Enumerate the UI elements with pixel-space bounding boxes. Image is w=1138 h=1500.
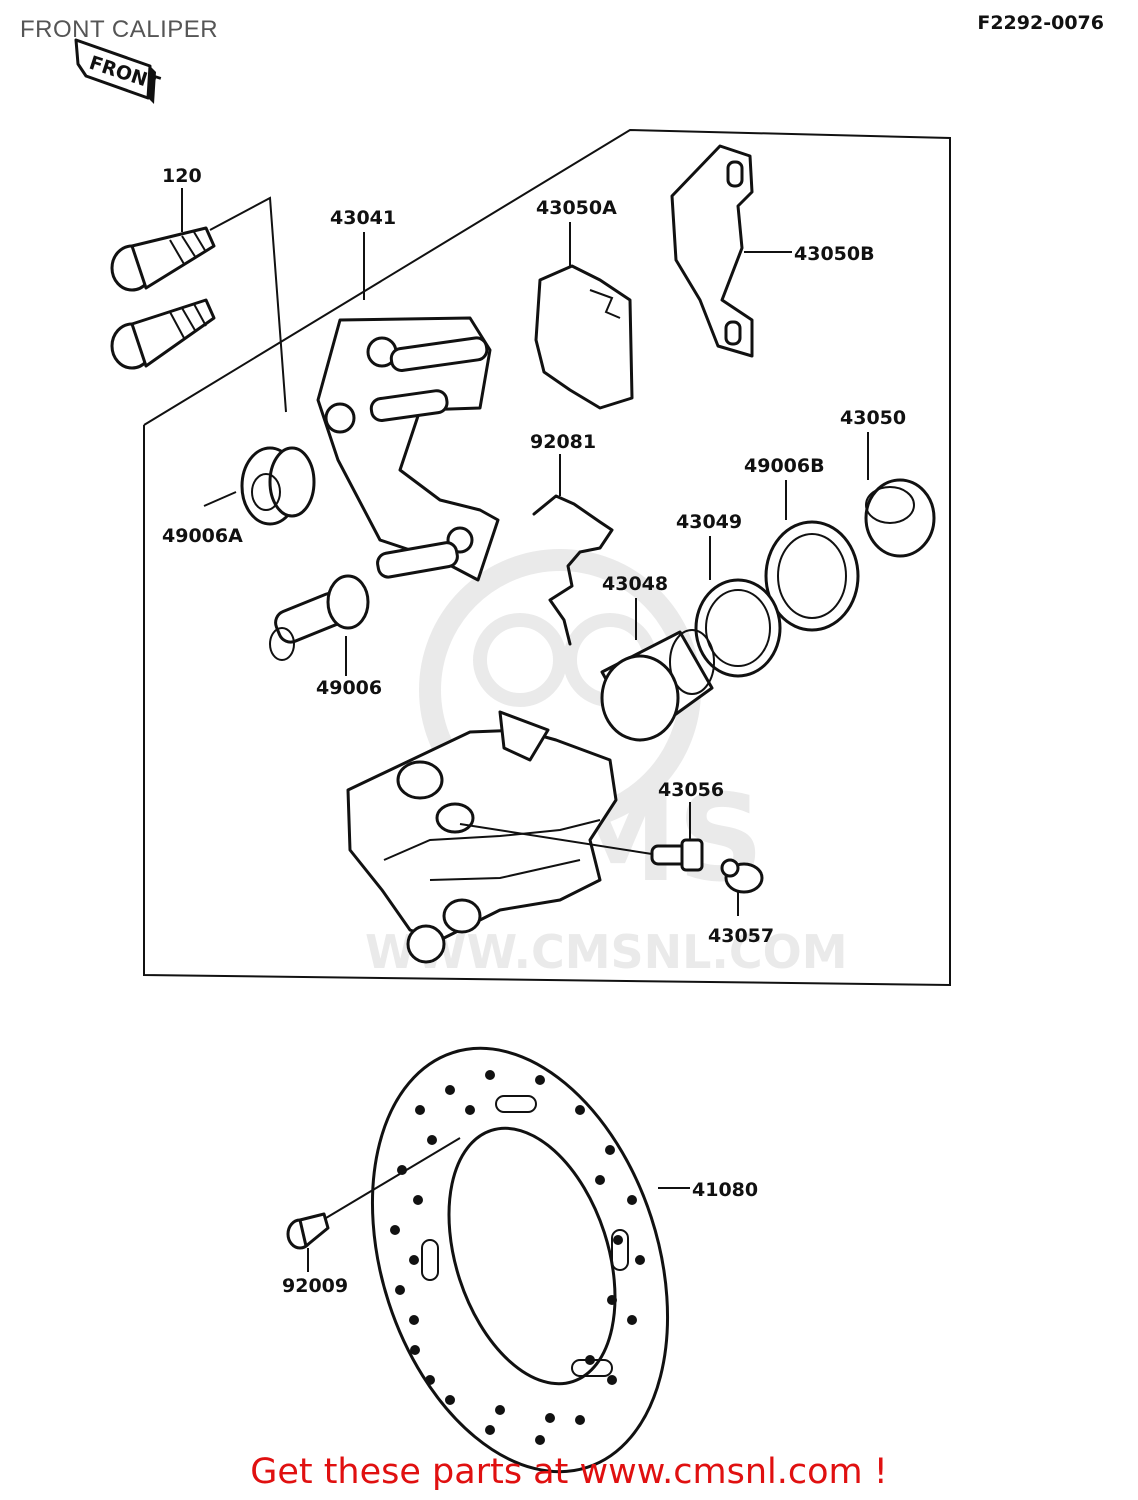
label-43049: 43049 [676, 511, 742, 533]
caliper-bracket-43041 [316, 316, 500, 582]
boot-cap-43050 [864, 478, 936, 558]
screw-92009 [286, 1212, 330, 1250]
piston-seal-43049 [694, 578, 782, 678]
caliper-body [346, 710, 618, 964]
label-43057: 43057 [708, 925, 774, 947]
footer-link[interactable]: Get these parts at www.cmsnl.com ! [250, 1452, 888, 1492]
label-43050B: 43050B [794, 243, 875, 265]
assembly-outline [143, 128, 951, 987]
pin-boot-49006A [240, 446, 316, 526]
label-43048: 43048 [602, 573, 668, 595]
bleeder-cap-43057 [720, 858, 764, 894]
bleeder-valve-43056 [650, 838, 704, 872]
label-49006A: 49006A [162, 525, 243, 547]
label-43050: 43050 [840, 407, 906, 429]
diagram-ref-code: F2292-0076 [977, 12, 1104, 34]
label-49006: 49006 [316, 677, 382, 699]
pad-spring-92081 [532, 494, 614, 646]
label-49006B: 49006B [744, 455, 825, 477]
label-43056: 43056 [658, 779, 724, 801]
bracket-outline [209, 196, 287, 413]
page-title: FRONT CALIPER [20, 16, 219, 43]
brake-pad-43050A [534, 264, 634, 410]
label-92009: 92009 [282, 1275, 348, 1297]
dust-seal-49006B [764, 520, 860, 632]
label-41080: 41080 [692, 1179, 758, 1201]
brake-disc-41080 [370, 1046, 670, 1474]
label-43041: 43041 [330, 207, 396, 229]
label-43050A: 43050A [536, 197, 617, 219]
piston-43048 [600, 629, 715, 742]
front-arrow-tag: FRONT [74, 38, 162, 104]
pin-boot-49006 [269, 574, 370, 661]
bolt-120-lower [110, 298, 216, 370]
label-120: 120 [162, 165, 202, 187]
brake-pad-43050B [670, 144, 754, 358]
label-92081: 92081 [530, 431, 596, 453]
bolt-120-upper [110, 226, 216, 292]
